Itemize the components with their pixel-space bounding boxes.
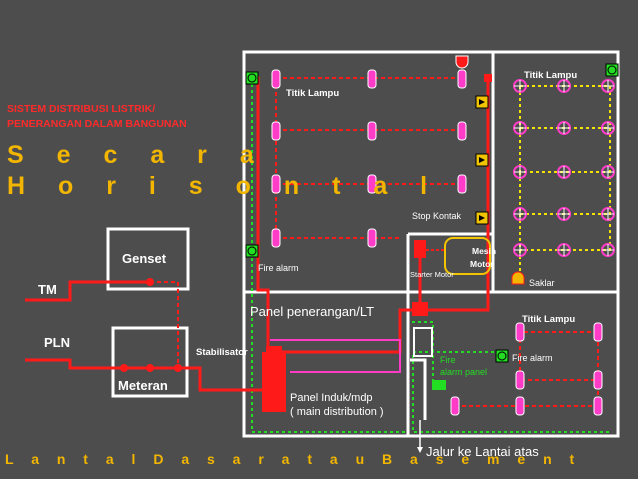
top-saklar-icon (455, 55, 469, 69)
feeder-riser (410, 358, 427, 420)
panel-induk-top (266, 346, 282, 354)
label-stabilisator: Stabilisator (196, 347, 248, 358)
genset-box (106, 227, 190, 291)
panel-penerangan-box (412, 302, 428, 316)
pink-circuit-panel (270, 339, 401, 373)
label-fire-panel-2: alarm panel (440, 367, 488, 377)
top-switch (484, 74, 492, 82)
riser-arrow (417, 447, 423, 453)
panel-penerangan-outline (413, 327, 433, 357)
lamps-lower-right (450, 322, 603, 416)
stop-kontak-icons (475, 95, 489, 225)
label-titik-lampu-3: Titik Lampu (522, 314, 576, 325)
genset-feed (150, 281, 179, 368)
panel-induk (262, 352, 286, 412)
label-stop-kontak: Stop Kontak (412, 211, 462, 221)
feeder-to-panel (280, 308, 420, 354)
mesin-motor (444, 237, 491, 275)
title-line2: H o r i s o n t a l (7, 172, 441, 200)
label-panel-induk-2: ( main distribution ) (290, 406, 384, 418)
fire-alarm-panel-link (412, 321, 434, 388)
yellow-circuit (519, 85, 611, 280)
saklar-icon (511, 271, 525, 285)
label-titik-lampu-2: Titik Lampu (524, 70, 578, 81)
title-line1: S e c a r a (7, 141, 267, 169)
junction-meter-out (146, 364, 154, 372)
lamp-crosses-right (514, 80, 614, 256)
label-panel-induk-1: Panel Induk/mdp (290, 392, 373, 404)
fire-detector-icons (245, 63, 619, 363)
lamps-left (271, 69, 467, 248)
label-genset: Genset (122, 251, 167, 266)
tm-line (25, 280, 150, 302)
floor-outline (242, 50, 620, 438)
label-jalur: Jalur ke Lantai atas (426, 444, 539, 459)
pln-line (25, 358, 268, 392)
label-fire-alarm-1: Fire alarm (258, 263, 299, 273)
label-saklar: Saklar (529, 278, 555, 288)
junction-tm (146, 278, 154, 286)
label-fire-panel-1: Fire (440, 355, 456, 365)
footer-title: L a n t a l D a s a r a t a u B a s e m … (5, 451, 582, 467)
fire-alarm-circuit-left (251, 72, 405, 433)
label-pln: PLN (44, 335, 70, 350)
junction-meter-in (120, 364, 128, 372)
lamp-grid-lower-right (455, 331, 599, 407)
label-motor: Motor (470, 259, 494, 269)
fire-alarm-circuit-right (412, 351, 610, 433)
subtitle-line1: SISTEM DISTRIBUSI LISTRIK/ (7, 103, 156, 115)
label-titik-lampu-1: Titik Lampu (286, 88, 340, 99)
label-panel-penerangan: Panel penerangan/LT (250, 304, 375, 319)
fire-alarm-panel (432, 380, 446, 390)
junction-genset (174, 364, 182, 372)
label-mesin: Mesin (472, 246, 497, 256)
subtitle-line2: PENERANGAN DALAM BANGUNAN (7, 118, 187, 130)
label-tm: TM (38, 282, 57, 297)
label-meteran: Meteran (118, 378, 168, 393)
label-fire-alarm-2: Fire alarm (512, 353, 553, 363)
starter-motor (414, 240, 426, 258)
label-starter-motor: Starter Motor (410, 270, 454, 279)
meteran-box (111, 326, 189, 398)
